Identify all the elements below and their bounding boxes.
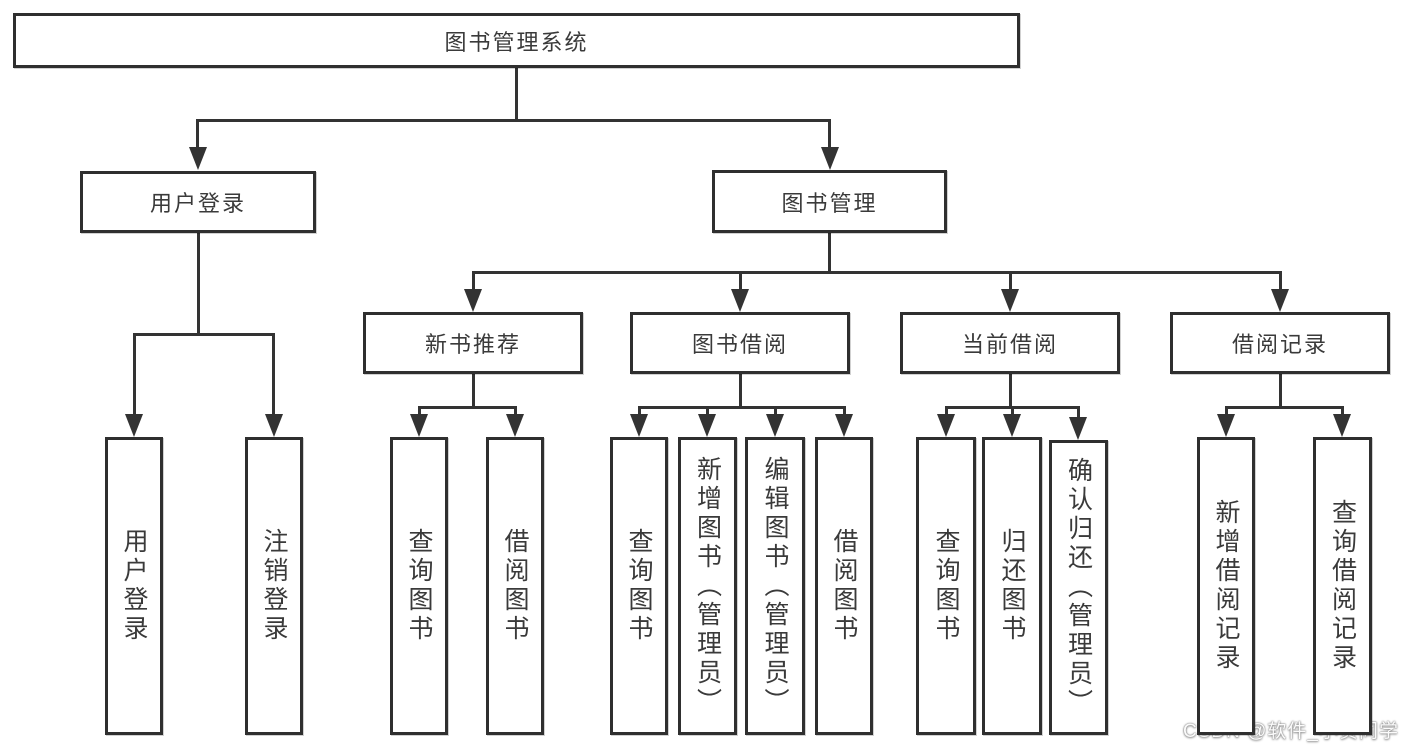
- arrowhead-down-icon: [766, 414, 784, 437]
- node-label: 归还图书: [998, 528, 1026, 644]
- connector-line: [196, 119, 831, 122]
- node-label: 图书管理系统: [444, 29, 589, 55]
- node-label: 借阅图书: [830, 528, 858, 644]
- node-label: 用户登录: [120, 528, 148, 644]
- node-label: 借阅图书: [501, 528, 529, 644]
- node-label: 用户登录: [149, 191, 246, 216]
- arrowhead-down-icon: [1271, 289, 1289, 312]
- connector-line: [514, 406, 517, 420]
- node-label: 查询图书: [625, 528, 653, 644]
- connector-line: [1011, 406, 1014, 420]
- connector-line: [197, 232, 200, 335]
- connector-line: [133, 333, 136, 418]
- node-label: 注销登录: [260, 528, 288, 644]
- connector-line: [1009, 374, 1012, 408]
- connector-line: [472, 271, 1282, 274]
- arrowhead-down-icon: [506, 414, 524, 437]
- node-leaf-add-books-admin: 新增图书（管理员）: [678, 437, 737, 735]
- node-leaf-edit-books-admin: 编辑图书（管理员）: [745, 437, 805, 735]
- node-leaf-return-books: 归还图书: [982, 437, 1042, 735]
- arrowhead-down-icon: [410, 414, 428, 437]
- connector-line: [706, 406, 709, 420]
- node-label: 新增图书（管理员）: [693, 455, 722, 717]
- node-label: 借阅记录: [1231, 332, 1328, 357]
- node-label: 查询图书: [405, 528, 433, 644]
- arrowhead-down-icon: [835, 414, 853, 437]
- connector-line: [843, 406, 846, 420]
- connector-line: [1225, 406, 1344, 409]
- node-leaf-query-books-borrow: 查询图书: [610, 437, 668, 735]
- node-current-borrow: 当前借阅: [900, 312, 1120, 374]
- connector-line: [638, 406, 846, 409]
- node-label: 编辑图书（管理员）: [761, 455, 789, 717]
- arrowhead-down-icon: [731, 289, 749, 312]
- connector-line: [774, 406, 777, 420]
- node-leaf-add-borrow-record: 新增借阅记录: [1197, 437, 1255, 735]
- connector-line: [1077, 406, 1080, 420]
- connector-line: [828, 233, 831, 274]
- node-label: 图书借阅: [691, 332, 788, 357]
- connector-line: [1279, 271, 1282, 296]
- node-leaf-user-login: 用户登录: [105, 437, 163, 735]
- arrowhead-down-icon: [1001, 289, 1019, 312]
- arrowhead-down-icon: [125, 414, 143, 437]
- connector-line: [638, 406, 641, 420]
- node-label: 新增借阅记录: [1212, 499, 1240, 673]
- node-leaf-confirm-return-admin: 确认归还（管理员）: [1049, 440, 1108, 735]
- node-leaf-query-borrow-record: 查询借阅记录: [1313, 437, 1372, 735]
- node-user-login: 用户登录: [80, 171, 316, 233]
- node-label: 新书推荐: [424, 332, 521, 357]
- connector-line: [418, 406, 421, 420]
- arrowhead-down-icon: [698, 414, 716, 437]
- node-leaf-borrow-books-recommend: 借阅图书: [486, 437, 544, 735]
- node-borrow-records: 借阅记录: [1170, 312, 1390, 374]
- node-leaf-logout: 注销登录: [245, 437, 303, 735]
- connector-line: [472, 374, 475, 408]
- node-root: 图书管理系统: [13, 13, 1020, 68]
- arrowhead-down-icon: [937, 414, 955, 437]
- connector-line: [418, 406, 517, 409]
- node-leaf-borrow-books-borrow: 借阅图书: [815, 437, 873, 735]
- arrowhead-down-icon: [464, 289, 482, 312]
- node-book-management: 图书管理: [712, 170, 947, 233]
- arrowhead-down-icon: [821, 147, 839, 170]
- connector-line: [1341, 406, 1344, 420]
- arrowhead-down-icon: [1069, 417, 1087, 440]
- connector-line: [1009, 271, 1012, 296]
- node-label: 查询图书: [932, 528, 960, 644]
- connector-line: [828, 119, 831, 153]
- arrowhead-down-icon: [1003, 414, 1021, 437]
- connector-line: [739, 374, 742, 408]
- node-new-book-recommend: 新书推荐: [363, 312, 583, 374]
- connector-line: [133, 333, 274, 336]
- connector-line: [272, 333, 275, 418]
- connector-line: [515, 68, 518, 122]
- arrowhead-down-icon: [1333, 414, 1351, 437]
- node-leaf-query-books-current: 查询图书: [916, 437, 976, 735]
- connector-line: [945, 406, 948, 420]
- connector-line: [1279, 374, 1282, 408]
- node-leaf-query-books-recommend: 查询图书: [390, 437, 448, 735]
- node-label: 确认归还（管理员）: [1064, 457, 1093, 718]
- connector-line: [739, 271, 742, 296]
- arrowhead-down-icon: [1217, 414, 1235, 437]
- arrowhead-down-icon: [630, 414, 648, 437]
- arrowhead-down-icon: [189, 147, 207, 170]
- node-label: 查询借阅记录: [1328, 499, 1357, 673]
- connector-line: [196, 119, 199, 153]
- connector-line: [472, 271, 475, 296]
- node-book-borrow: 图书借阅: [630, 312, 850, 374]
- node-label: 图书管理: [781, 190, 878, 216]
- connector-line: [1225, 406, 1228, 420]
- arrowhead-down-icon: [265, 414, 283, 437]
- node-label: 当前借阅: [961, 332, 1058, 357]
